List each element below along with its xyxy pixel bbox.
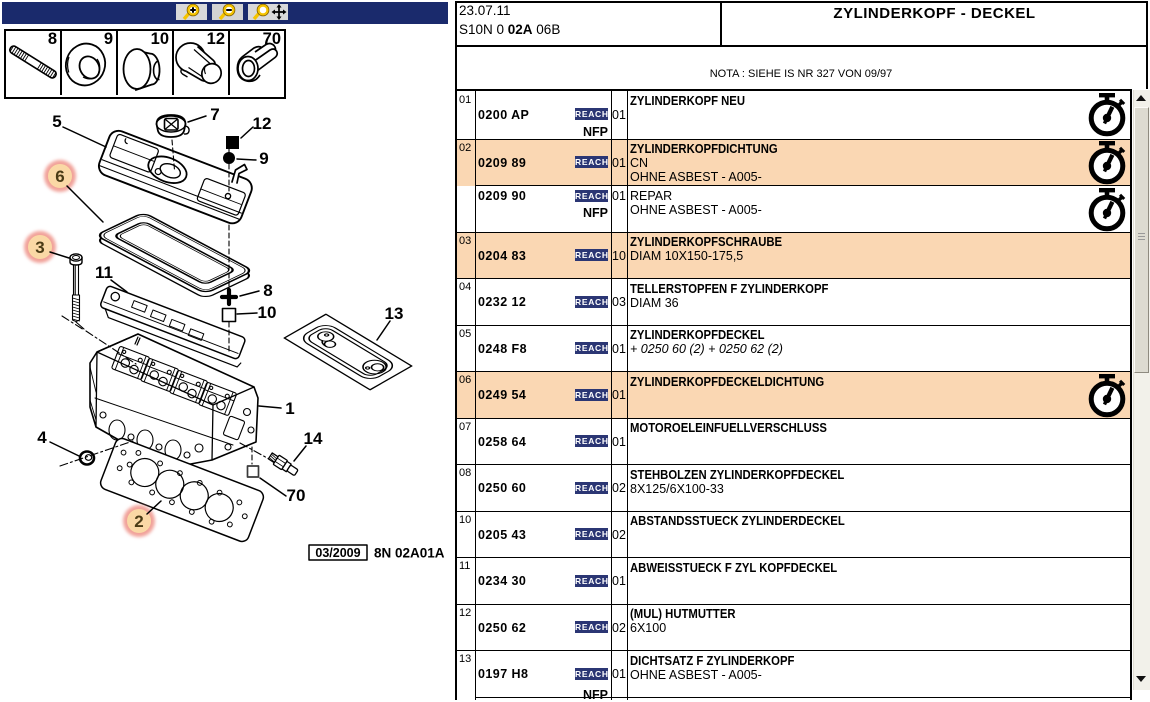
svg-text:6: 6 — [55, 167, 64, 186]
svg-text:7: 7 — [210, 105, 219, 124]
svg-text:70: 70 — [287, 486, 306, 505]
svg-text:8: 8 — [263, 281, 272, 300]
svg-text:9: 9 — [259, 149, 268, 168]
svg-text:3: 3 — [35, 238, 44, 257]
svg-text:13: 13 — [385, 304, 404, 323]
svg-text:5: 5 — [52, 112, 61, 131]
svg-text:14: 14 — [304, 429, 323, 448]
svg-text:2: 2 — [134, 512, 143, 531]
svg-text:8N 02A01A: 8N 02A01A — [374, 546, 445, 561]
svg-text:11: 11 — [95, 263, 113, 282]
svg-text:12: 12 — [253, 114, 272, 133]
svg-text:1: 1 — [285, 399, 294, 418]
svg-text:10: 10 — [258, 303, 277, 322]
svg-text:4: 4 — [37, 428, 47, 447]
svg-text:03/2009: 03/2009 — [315, 546, 360, 560]
